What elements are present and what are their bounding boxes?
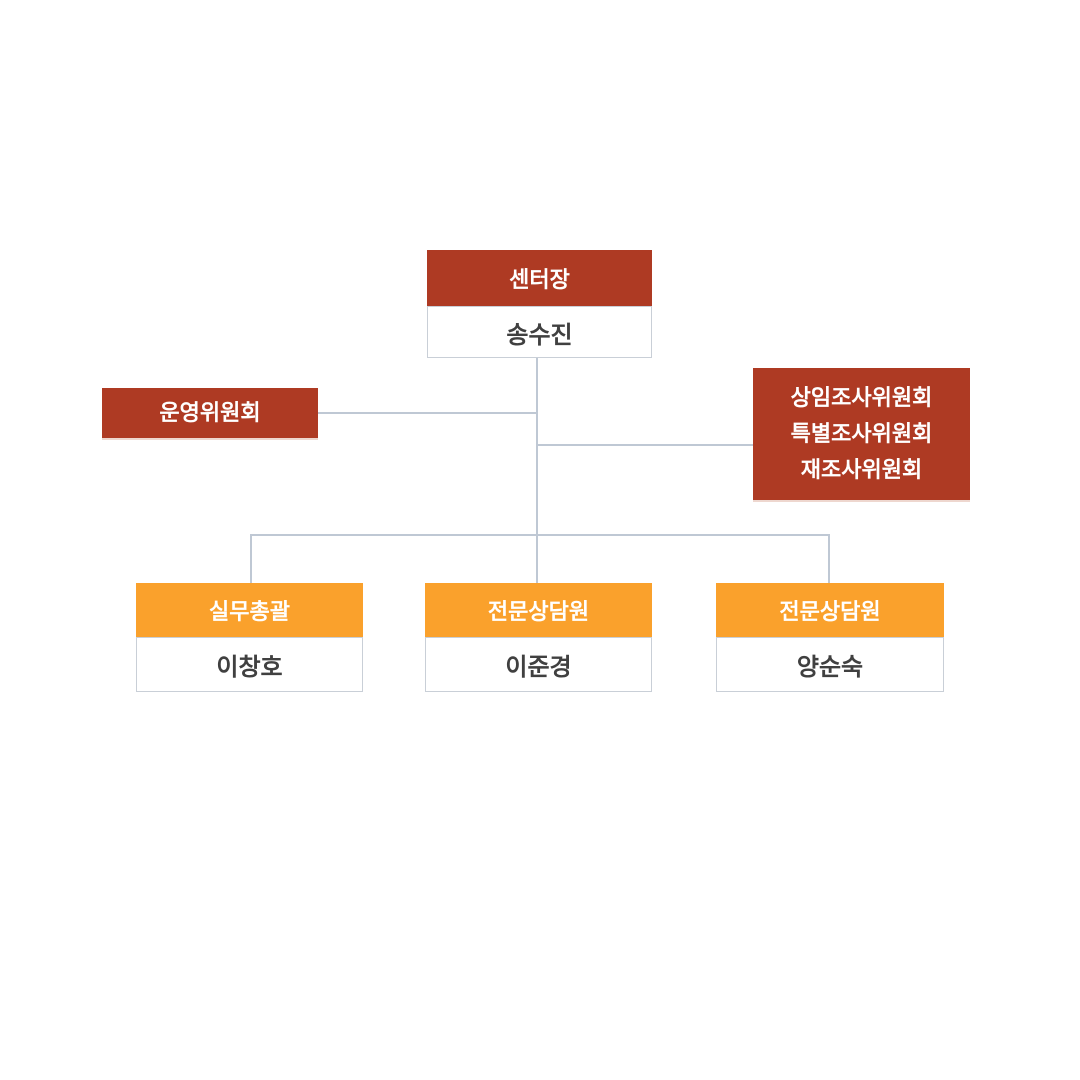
org-node-staff-counselor-1: 전문상담원 이준경 [425, 583, 652, 692]
org-node-staff-general-manager: 실무총괄 이창호 [136, 583, 363, 692]
node-name: 양순숙 [716, 637, 944, 692]
node-title: 센터장 [427, 250, 652, 306]
connector-staff-3-drop-line [828, 534, 830, 583]
node-name: 송수진 [427, 306, 652, 358]
connector-investigation-committees-line [537, 444, 753, 446]
org-node-staff-counselor-2: 전문상담원 양순숙 [716, 583, 944, 692]
connector-operating-committee-line [318, 412, 537, 414]
node-name: 이창호 [136, 637, 363, 692]
committee-label: 상임조사위원회 [790, 385, 933, 410]
committee-label: 재조사위원회 [800, 457, 923, 482]
org-node-investigation-committees: 상임조사위원회 특별조사위원회 재조사위원회 [753, 368, 970, 500]
node-title: 실무총괄 [136, 583, 363, 637]
node-title: 전문상담원 [425, 583, 652, 637]
node-name: 이준경 [425, 637, 652, 692]
connector-staff-1-drop-line [250, 534, 252, 583]
connector-root-vertical-line [536, 358, 538, 583]
node-title: 전문상담원 [716, 583, 944, 637]
committee-label: 운영위원회 [159, 400, 261, 425]
connector-staff-horizontal-line [250, 534, 830, 536]
org-node-center-director: 센터장 송수진 [427, 250, 652, 358]
committee-label: 특별조사위원회 [790, 421, 933, 446]
org-node-operating-committee: 운영위원회 [102, 388, 318, 438]
